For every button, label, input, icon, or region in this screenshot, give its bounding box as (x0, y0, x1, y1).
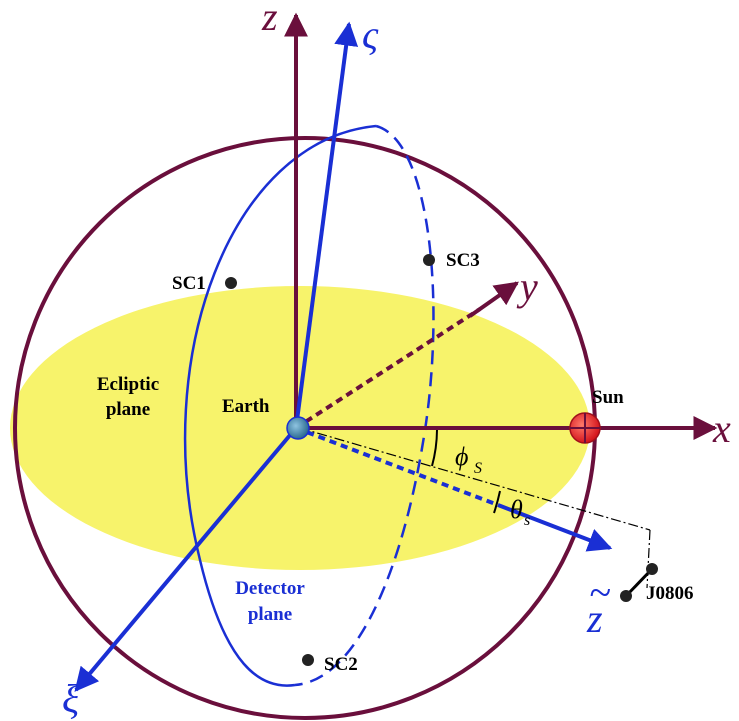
sc3-point (423, 254, 435, 266)
ecliptic-label-line1: Ecliptic (97, 374, 159, 395)
detector-label-line2: plane (248, 604, 292, 625)
phi-angle-subscript: S (474, 460, 482, 477)
j0806-label: J0806 (646, 583, 694, 604)
sc3-label: SC3 (446, 250, 480, 271)
theta-angle-arc (493, 490, 501, 514)
z-axis-label: z (261, 0, 278, 39)
sc2-point (302, 654, 314, 666)
sun-label: Sun (592, 387, 624, 408)
sc2-label: SC2 (324, 654, 358, 675)
sc1-label: SC1 (172, 273, 206, 294)
phi-angle-label: ϕ (455, 442, 468, 471)
x-axis-label: x (712, 406, 731, 451)
detector-label-line1: Detector (235, 578, 305, 599)
z-tilde-mark: ~ (589, 570, 611, 615)
varsigma-axis (294, 21, 359, 429)
theta-angle-label: θ (510, 495, 523, 524)
ecliptic-label-line2: plane (106, 399, 150, 420)
sc1-point (225, 277, 237, 289)
z-tilde-axis-label: z (586, 596, 603, 641)
detector-orbit-back (294, 124, 435, 687)
detector-orbit-front (183, 124, 377, 687)
j0806-source-segment (624, 567, 654, 598)
xi-axis-label: ξ (62, 676, 80, 721)
earth-icon (286, 416, 310, 440)
j0806-point-bottom (620, 590, 632, 602)
z-tilde-axis-arrow (497, 503, 613, 552)
source-projection-line (299, 427, 651, 531)
j0806-point-top (646, 563, 658, 575)
phi-angle-arc (431, 429, 438, 467)
y-axis (294, 307, 482, 430)
theta-angle-subscript: s (524, 512, 530, 529)
earth-label: Earth (222, 396, 270, 417)
z-tilde-axis-dashed (295, 426, 499, 507)
varsigma-axis-label: ς (362, 12, 379, 57)
xi-axis (74, 426, 298, 692)
y-axis-arrow (468, 281, 519, 318)
source-vertical-projection (646, 529, 651, 589)
y-axis-label: y (516, 264, 538, 309)
